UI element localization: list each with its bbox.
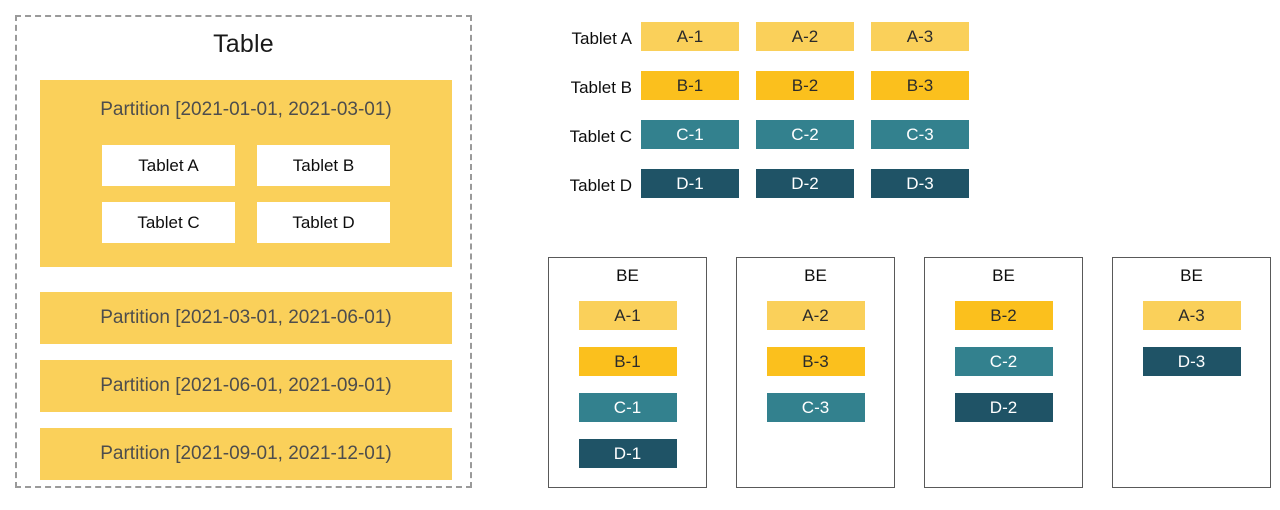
replica-chip-strip: C-1 C-2 C-3 <box>641 120 969 149</box>
partition-block[interactable]: Partition [2021-09-01, 2021-12-01) <box>40 428 452 480</box>
replica-row-label: Tablet B <box>570 78 632 97</box>
replica-chip[interactable]: D-2 <box>954 393 1053 422</box>
replica-chip[interactable]: C-1 <box>641 120 739 149</box>
backend-node-title: BE <box>1180 266 1203 285</box>
replica-row-label: Tablet C <box>569 127 632 146</box>
partition-block[interactable]: Partition [2021-06-01, 2021-09-01) <box>40 360 452 412</box>
partition-label: Partition [2021-03-01, 2021-06-01) <box>100 307 392 328</box>
partition-block[interactable]: Partition [2021-03-01, 2021-06-01) <box>40 292 452 344</box>
replica-chip[interactable]: D-3 <box>871 169 969 198</box>
replica-chip[interactable]: A-2 <box>766 301 865 330</box>
replica-row: Tablet C C-1 C-2 C-3 <box>544 120 984 153</box>
partition-label: Partition [2021-09-01, 2021-12-01) <box>100 443 392 464</box>
table-container: Table Partition [2021-01-01, 2021-03-01)… <box>15 15 472 488</box>
replica-chip[interactable]: D-3 <box>1142 347 1241 376</box>
replica-chip[interactable]: B-3 <box>766 347 865 376</box>
backend-node-items: A-1 B-1 C-1 D-1 <box>549 301 706 468</box>
replica-chip[interactable]: C-3 <box>766 393 865 422</box>
replica-chip[interactable]: A-1 <box>641 22 739 51</box>
replica-chip[interactable]: D-1 <box>578 439 677 468</box>
replica-chip[interactable]: C-1 <box>578 393 677 422</box>
tablet-box[interactable]: Tablet A <box>102 145 235 186</box>
replica-chip[interactable]: C-2 <box>954 347 1053 376</box>
partition-block[interactable]: Partition [2021-01-01, 2021-03-01) Table… <box>40 80 452 267</box>
backend-node[interactable]: BE B-2 C-2 D-2 <box>924 257 1083 488</box>
replica-row-label: Tablet D <box>569 176 632 195</box>
replica-chip[interactable]: B-2 <box>954 301 1053 330</box>
replica-chip[interactable]: A-3 <box>1142 301 1241 330</box>
backend-node-items: A-2 B-3 C-3 <box>737 301 894 422</box>
backend-node-items: B-2 C-2 D-2 <box>925 301 1082 422</box>
replica-chip[interactable]: B-1 <box>578 347 677 376</box>
replica-chip[interactable]: A-3 <box>871 22 969 51</box>
partition-label: Partition [2021-01-01, 2021-03-01) <box>100 99 392 120</box>
replica-chip[interactable]: D-1 <box>641 169 739 198</box>
tablet-box[interactable]: Tablet C <box>102 202 235 243</box>
replica-row: Tablet B B-1 B-2 B-3 <box>544 71 984 104</box>
replica-chip[interactable]: B-1 <box>641 71 739 100</box>
replica-row: Tablet A A-1 A-2 A-3 <box>544 22 984 55</box>
replica-chip-strip: A-1 A-2 A-3 <box>641 22 969 51</box>
backend-node-title: BE <box>804 266 827 285</box>
replica-chip[interactable]: A-2 <box>756 22 854 51</box>
replica-row: Tablet D D-1 D-2 D-3 <box>544 169 984 202</box>
replica-chip[interactable]: C-2 <box>756 120 854 149</box>
replica-chip[interactable]: B-3 <box>871 71 969 100</box>
partition-label: Partition [2021-06-01, 2021-09-01) <box>100 375 392 396</box>
backend-node-title: BE <box>992 266 1015 285</box>
replica-row-label: Tablet A <box>571 29 633 48</box>
backend-node-row: BE A-1 B-1 C-1 D-1 BE A-2 B-3 C-3 BE B-2… <box>548 257 1271 488</box>
replica-chip[interactable]: C-3 <box>871 120 969 149</box>
replica-chip-strip: D-1 D-2 D-3 <box>641 169 969 198</box>
replica-chip[interactable]: D-2 <box>756 169 854 198</box>
backend-node[interactable]: BE A-2 B-3 C-3 <box>736 257 895 488</box>
tablet-box[interactable]: Tablet B <box>257 145 390 186</box>
backend-node[interactable]: BE A-1 B-1 C-1 D-1 <box>548 257 707 488</box>
backend-node[interactable]: BE A-3 D-3 <box>1112 257 1271 488</box>
page-title: Table <box>213 30 274 58</box>
backend-node-title: BE <box>616 266 639 285</box>
tablet-grid: Tablet A Tablet B Tablet C Tablet D <box>40 145 452 243</box>
replica-chip[interactable]: A-1 <box>578 301 677 330</box>
replica-chip-strip: B-1 B-2 B-3 <box>641 71 969 100</box>
tablet-box[interactable]: Tablet D <box>257 202 390 243</box>
backend-node-items: A-3 D-3 <box>1113 301 1270 376</box>
replica-chip[interactable]: B-2 <box>756 71 854 100</box>
